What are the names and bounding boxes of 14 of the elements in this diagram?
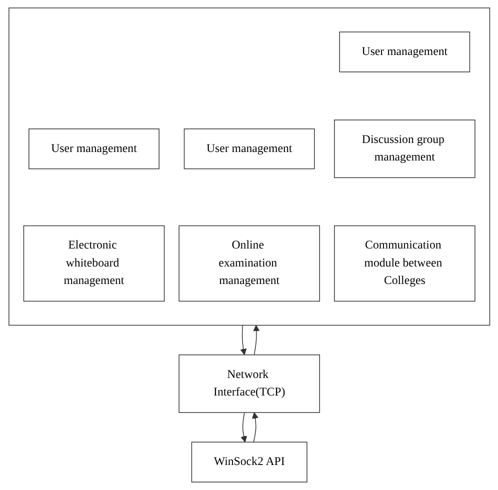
arrow	[240, 324, 246, 356]
cluster	[8, 8, 490, 326]
arrow	[252, 324, 260, 356]
node-box: WinSock2 API	[191, 442, 307, 482]
node-box: Online examination management	[178, 225, 320, 302]
node-box: User management	[184, 128, 314, 170]
node-box: User management	[28, 128, 160, 170]
node-box: User management	[338, 32, 470, 72]
arrow	[240, 412, 247, 442]
node-box: Network Interface(TCP)	[178, 354, 320, 413]
node-box: Electronic whiteboard management	[23, 225, 164, 302]
node-box: Communication module between Colleges	[334, 225, 475, 302]
node-box: Discussion group management	[334, 120, 475, 178]
arrow	[252, 412, 258, 442]
